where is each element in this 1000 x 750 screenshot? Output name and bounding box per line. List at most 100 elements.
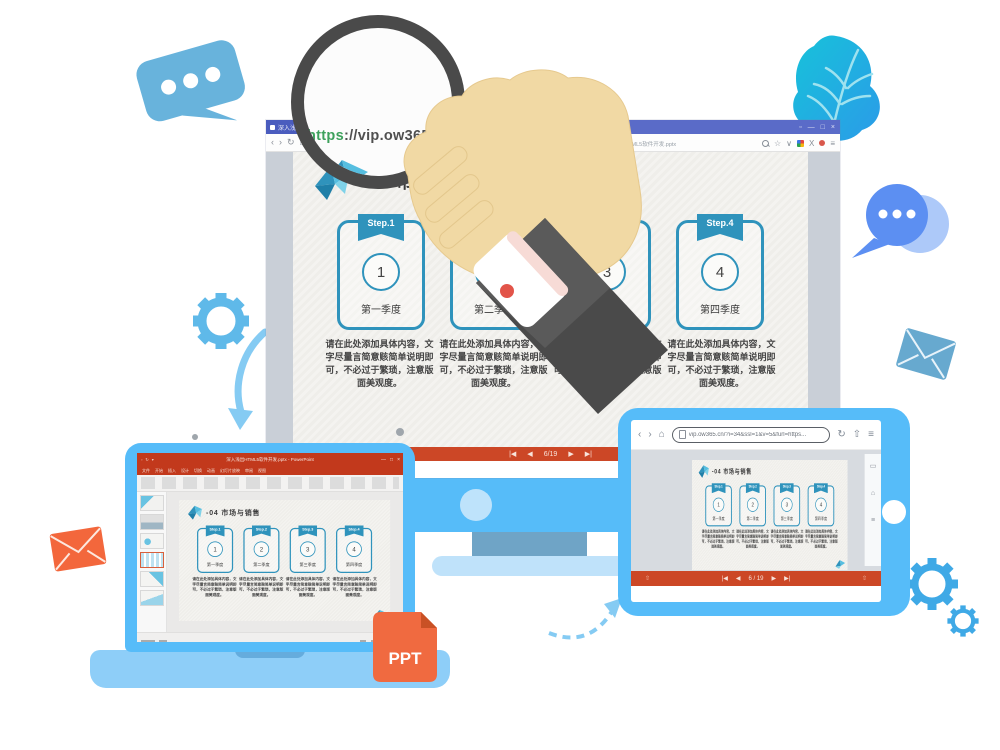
powerpoint-edit-canvas: -04 市场与销售 Step.1 1 第一季度 Step.2 2 [167, 492, 403, 632]
step-number: 2 [253, 541, 270, 557]
window-restore-icon[interactable]: □ [390, 456, 394, 463]
download-icon[interactable]: ⇧ [861, 576, 867, 582]
menu-icon[interactable]: ≡ [870, 517, 876, 524]
step-number: 3 [299, 541, 316, 557]
dot-decor [192, 434, 198, 440]
tablet-home-button[interactable] [882, 500, 906, 524]
slide-thumbnail[interactable] [139, 571, 164, 587]
tab-design[interactable]: 设计 [181, 467, 189, 473]
window-minimize-icon[interactable]: — [807, 123, 815, 131]
share-icon[interactable]: ⇧ [852, 429, 862, 440]
slide-body-text: 请在此处添加具体内容，文字尽量言简意赅简单说明即可，不必过于繁琐，注意版面美观度… [285, 576, 331, 597]
step-ribbon: Step.1 [358, 214, 404, 241]
powerpoint-status-bar [137, 632, 403, 642]
step-ribbon: Step.1 [205, 525, 225, 537]
step-caption: 第四季度 [814, 517, 827, 522]
step-ribbon: Step.2 [471, 214, 517, 241]
extension-icon[interactable]: X [808, 138, 815, 148]
tab-animations[interactable]: 动画 [207, 467, 215, 473]
page-indicator: 6 / 19 [748, 575, 764, 582]
step-ribbon: Step.2 [251, 525, 271, 537]
chevron-down-icon[interactable]: ∨ [786, 138, 792, 148]
url-field[interactable]: vip.ow365.cn/?i=34&ssl=1&v=5&furl=https.… [671, 426, 831, 443]
window-minimize-icon[interactable]: — [381, 456, 387, 463]
page-doc-icon [678, 430, 686, 439]
slide-thumbnail[interactable] [139, 514, 164, 530]
powerpoint-title-bar: ▫↻▾ 深入浅出HTML5软件开发.pptx - PowerPoint — □ … [137, 453, 403, 466]
first-page-button[interactable]: |◀ [509, 451, 517, 458]
gear-small-icon [947, 605, 979, 637]
share-icon[interactable]: ⇧ [645, 576, 651, 582]
tabs-icon[interactable]: ▭ [869, 463, 877, 470]
step-number: 1 [207, 541, 223, 557]
step-caption: 第一季度 [206, 562, 224, 568]
favicon-icon [270, 124, 275, 130]
url-field[interactable]: ?furl=http%3A%2F%2Fofficeweb365.com%2Fvi… [460, 142, 677, 148]
step-ribbon: Step.3 [298, 525, 318, 537]
tablet-preview-page: -04 市场与销售 Step.1 1 第一季度 Step.2 2 第二季度 [631, 450, 881, 602]
slide-thumbnail[interactable] [139, 533, 164, 549]
extension-red-icon[interactable] [819, 140, 826, 146]
refresh-icon[interactable]: ↻ [837, 429, 846, 440]
window-close-icon[interactable]: × [397, 456, 400, 463]
slide-thumbnail[interactable] [139, 495, 164, 511]
step-card-1: Step.1 1 第一季度 [197, 525, 234, 573]
last-page-button[interactable]: ▶| [784, 576, 791, 582]
tab-transitions[interactable]: 切换 [194, 467, 202, 473]
back-icon[interactable]: ‹ [638, 429, 642, 440]
next-page-button[interactable]: ▶ [771, 576, 777, 582]
step-number: 2 [746, 497, 759, 512]
tab-file[interactable]: 文件 [142, 467, 150, 473]
slide-body-text: 请在此处添加具体内容，文字尽量言简意赅简单说明即可，不必过于繁琐，注意版面美观度… [192, 576, 237, 597]
dashed-arrow-icon [548, 598, 622, 640]
step-number: 4 [701, 253, 739, 291]
quick-access-toolbar[interactable]: ▫↻▾ [141, 457, 154, 462]
window-close-icon[interactable]: × [830, 123, 835, 131]
ppt-badge-label: PPT [388, 649, 422, 668]
menu-icon[interactable]: ≡ [868, 429, 874, 440]
slide-body-text: 请在此处添加具体内容，文字尽量言简意赅简单说明即可，不必过于繁琐，注意版面美观度… [701, 529, 735, 549]
forward-icon[interactable]: › [648, 429, 652, 440]
prev-page-button[interactable]: ◀ [735, 576, 741, 582]
menu-icon[interactable]: ≡ [830, 138, 835, 148]
bookmark-star-icon[interactable]: ☆ [773, 138, 782, 148]
tab-view[interactable]: 视图 [258, 467, 266, 473]
home-icon[interactable]: ⌂ [870, 490, 876, 497]
page-bottom-strip [631, 586, 881, 602]
tab-review[interactable]: 审阅 [245, 467, 253, 473]
dot-decor [396, 428, 404, 436]
tab-slideshow[interactable]: 幻灯片放映 [220, 467, 240, 473]
search-icon[interactable] [761, 139, 769, 147]
refresh-icon[interactable]: ↻ [287, 137, 295, 147]
window-restore-icon[interactable]: □ [820, 123, 825, 131]
step-caption: 第三季度 [587, 305, 627, 316]
window-min-icon[interactable]: ▫ [799, 123, 802, 131]
slide-body-text: 请在此处添加具体内容，文字尽量言简意赅简单说明即可，不必过于繁琐，注意版面美观度… [325, 339, 434, 388]
powerpoint-window-title: 深入浅出HTML5软件开发.pptx - PowerPoint [226, 456, 314, 462]
slide-body-text: 请在此处添加具体内容，文字尽量言简意赅简单说明即可，不必过于繁琐，注意版面美观度… [667, 339, 776, 388]
next-page-button[interactable]: ▶ [568, 451, 574, 458]
home-icon[interactable]: ⌂ [658, 429, 665, 440]
first-page-button[interactable]: |◀ [721, 576, 728, 582]
apps-grid-icon[interactable] [796, 139, 804, 147]
back-icon[interactable]: ‹ [271, 137, 274, 147]
step-card-2: Step.2 2 第二季度 [450, 214, 538, 330]
url-text: vip.ow365.cn/?i=34&ssl=1&v=5&furl=https.… [688, 431, 807, 438]
url-host: ://vip.ow365.cn [343, 128, 452, 144]
forward-icon[interactable]: › [279, 137, 282, 147]
step-ribbon: Step.1 [711, 483, 726, 494]
step-ribbon: Step.3 [779, 483, 794, 494]
slide-logo-crystal-icon [698, 465, 709, 478]
step-card-4: Step.4 4 第四季度 [807, 483, 835, 527]
step-card-2: Step.2 2 第二季度 [243, 525, 280, 573]
prev-page-button[interactable]: ◀ [527, 451, 533, 458]
tab-insert[interactable]: 插入 [168, 467, 176, 473]
last-page-button[interactable]: ▶| [584, 451, 592, 458]
laptop-screen: ▫↻▾ 深入浅出HTML5软件开发.pptx - PowerPoint — □ … [137, 453, 403, 642]
step-card-1: Step.1 1 第一季度 [337, 214, 425, 330]
ribbon-commands[interactable] [137, 475, 403, 492]
slide-thumbnail-current[interactable] [139, 552, 164, 568]
tab-home[interactable]: 开始 [155, 467, 163, 473]
slide-thumbnail[interactable] [139, 590, 164, 606]
